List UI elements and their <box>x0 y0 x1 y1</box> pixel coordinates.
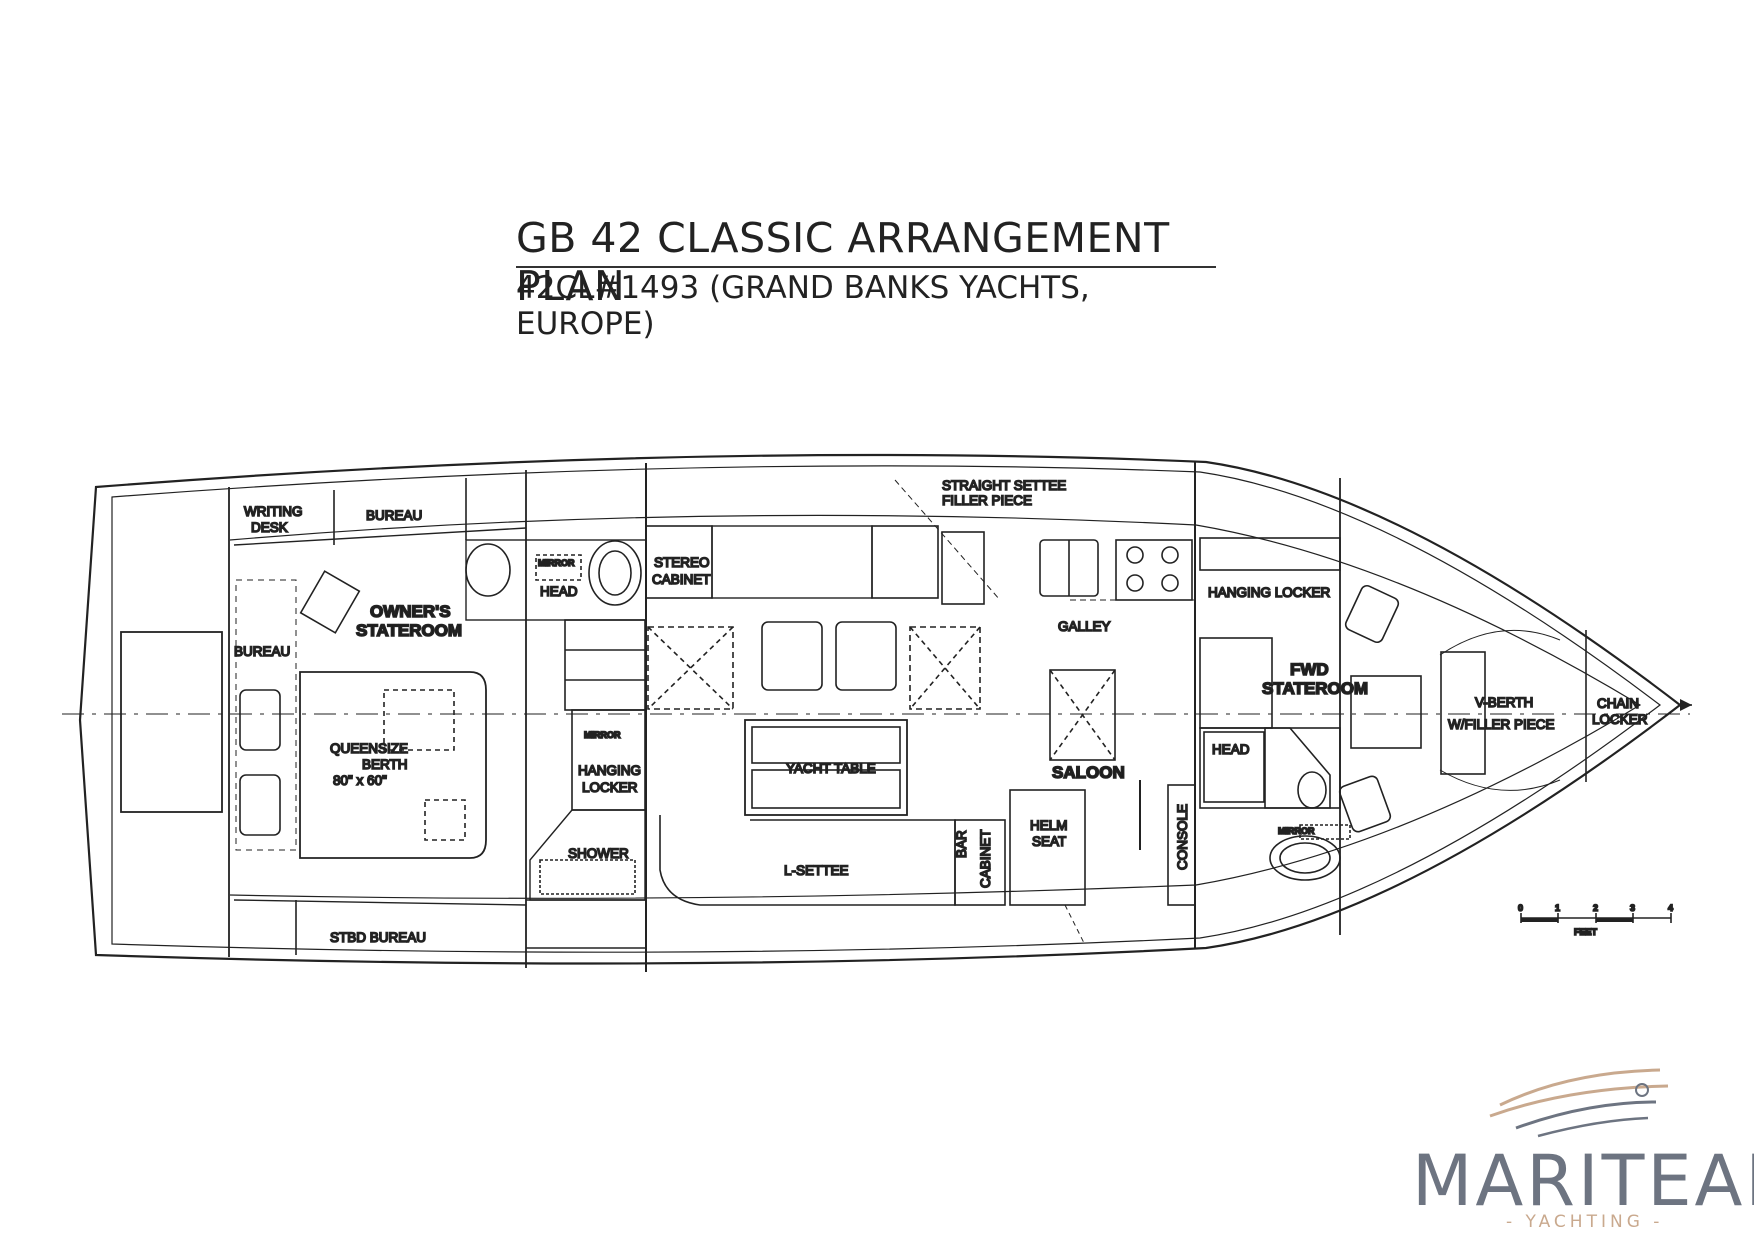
label-head-aft: HEAD <box>540 584 578 599</box>
scale-tick-2: 2 <box>1593 903 1598 913</box>
label-head-fwd: HEAD <box>1212 742 1250 757</box>
label-bureau-side: BUREAU <box>234 644 290 659</box>
plan-title: GB 42 CLASSIC ARRANGEMENT PLAN <box>516 214 1170 310</box>
label-owners-2: STATEROOM <box>356 621 462 640</box>
transom-hatch <box>120 631 223 813</box>
label-queen-2: BERTH <box>362 757 408 772</box>
label-bar: BAR <box>954 830 969 858</box>
scale-tick-1: 1 <box>1555 903 1560 913</box>
label-galley: GALLEY <box>1058 619 1111 634</box>
label-hanging: HANGING <box>578 763 641 778</box>
label-mirror-fwd: MIRROR <box>1278 826 1315 836</box>
label-vberth: V-BERTH <box>1475 695 1533 710</box>
scale-unit: FEET <box>1574 927 1598 937</box>
label-mirror-aft: MIRROR <box>538 558 575 568</box>
label-helm: HELM <box>1030 818 1068 833</box>
scale-tick-0: 0 <box>1518 903 1523 913</box>
label-filler-2: FILLER PIECE <box>942 493 1032 508</box>
yacht-table <box>744 719 908 816</box>
label-stbd-bureau: STBD BUREAU <box>330 930 426 945</box>
straight-settee <box>711 525 873 599</box>
logo-subtitle: - YACHTING - <box>1506 1212 1664 1232</box>
label-yacht-table: YACHT TABLE <box>786 761 876 776</box>
sheer-line <box>229 514 1642 899</box>
galley-stove <box>1115 539 1193 601</box>
label-chain-2: LOCKER <box>1592 712 1648 727</box>
label-helm-2: SEAT <box>1032 834 1066 849</box>
label-bureau: BUREAU <box>366 508 422 523</box>
label-filler: STRAIGHT SETTEE <box>942 478 1066 493</box>
plan-subtitle: 42CL#1493 (GRAND BANKS YACHTS, EUROPE) <box>516 270 1090 342</box>
logo-wordmark: MARITEAM <box>1412 1140 1754 1222</box>
label-queen-3: 80" x 60" <box>333 773 387 788</box>
label-stereo: STEREO <box>654 555 710 570</box>
label-bar-2: CABINET <box>978 829 993 888</box>
mariteam-logo: MARITEAM - YACHTING - <box>1398 1050 1754 1240</box>
scale-bar: 0 1 2 3 4 FEET <box>1517 902 1674 938</box>
writing-chair <box>299 570 361 634</box>
queen-berth <box>299 671 487 859</box>
label-writing-desk: WRITING <box>244 504 303 519</box>
title-underline <box>516 266 1216 268</box>
label-writing-desk-2: DESK <box>251 520 288 535</box>
scale-tick-3: 3 <box>1630 903 1635 913</box>
label-saloon: SALOON <box>1052 763 1125 782</box>
label-chain: CHAIN <box>1597 696 1639 711</box>
hull-outline <box>78 453 1682 965</box>
hull-inner-line <box>111 465 1661 953</box>
label-mirror-locker: MIRROR <box>584 730 621 740</box>
label-l-settee: L-SETTEE <box>784 863 849 878</box>
label-console: CONSOLE <box>1175 804 1190 870</box>
yacht-logo-icon <box>1489 1068 1669 1138</box>
l-settee <box>659 815 956 906</box>
label-hanging-locker-fwd: HANGING LOCKER <box>1208 585 1331 600</box>
label-stereo-2: CABINET <box>652 572 711 587</box>
label-vberth-2: W/FILLER PIECE <box>1448 717 1555 732</box>
scale-tick-4: 4 <box>1668 903 1673 913</box>
label-shower: SHOWER <box>568 846 629 861</box>
console <box>1167 784 1196 906</box>
label-queen: QUEENSIZE <box>330 741 408 756</box>
label-owners: OWNER'S <box>370 602 451 621</box>
label-fwd-2: STATEROOM <box>1262 679 1368 698</box>
helm-seat <box>1009 789 1086 906</box>
label-hanging-2: LOCKER <box>582 780 638 795</box>
label-fwd: FWD <box>1290 660 1329 679</box>
